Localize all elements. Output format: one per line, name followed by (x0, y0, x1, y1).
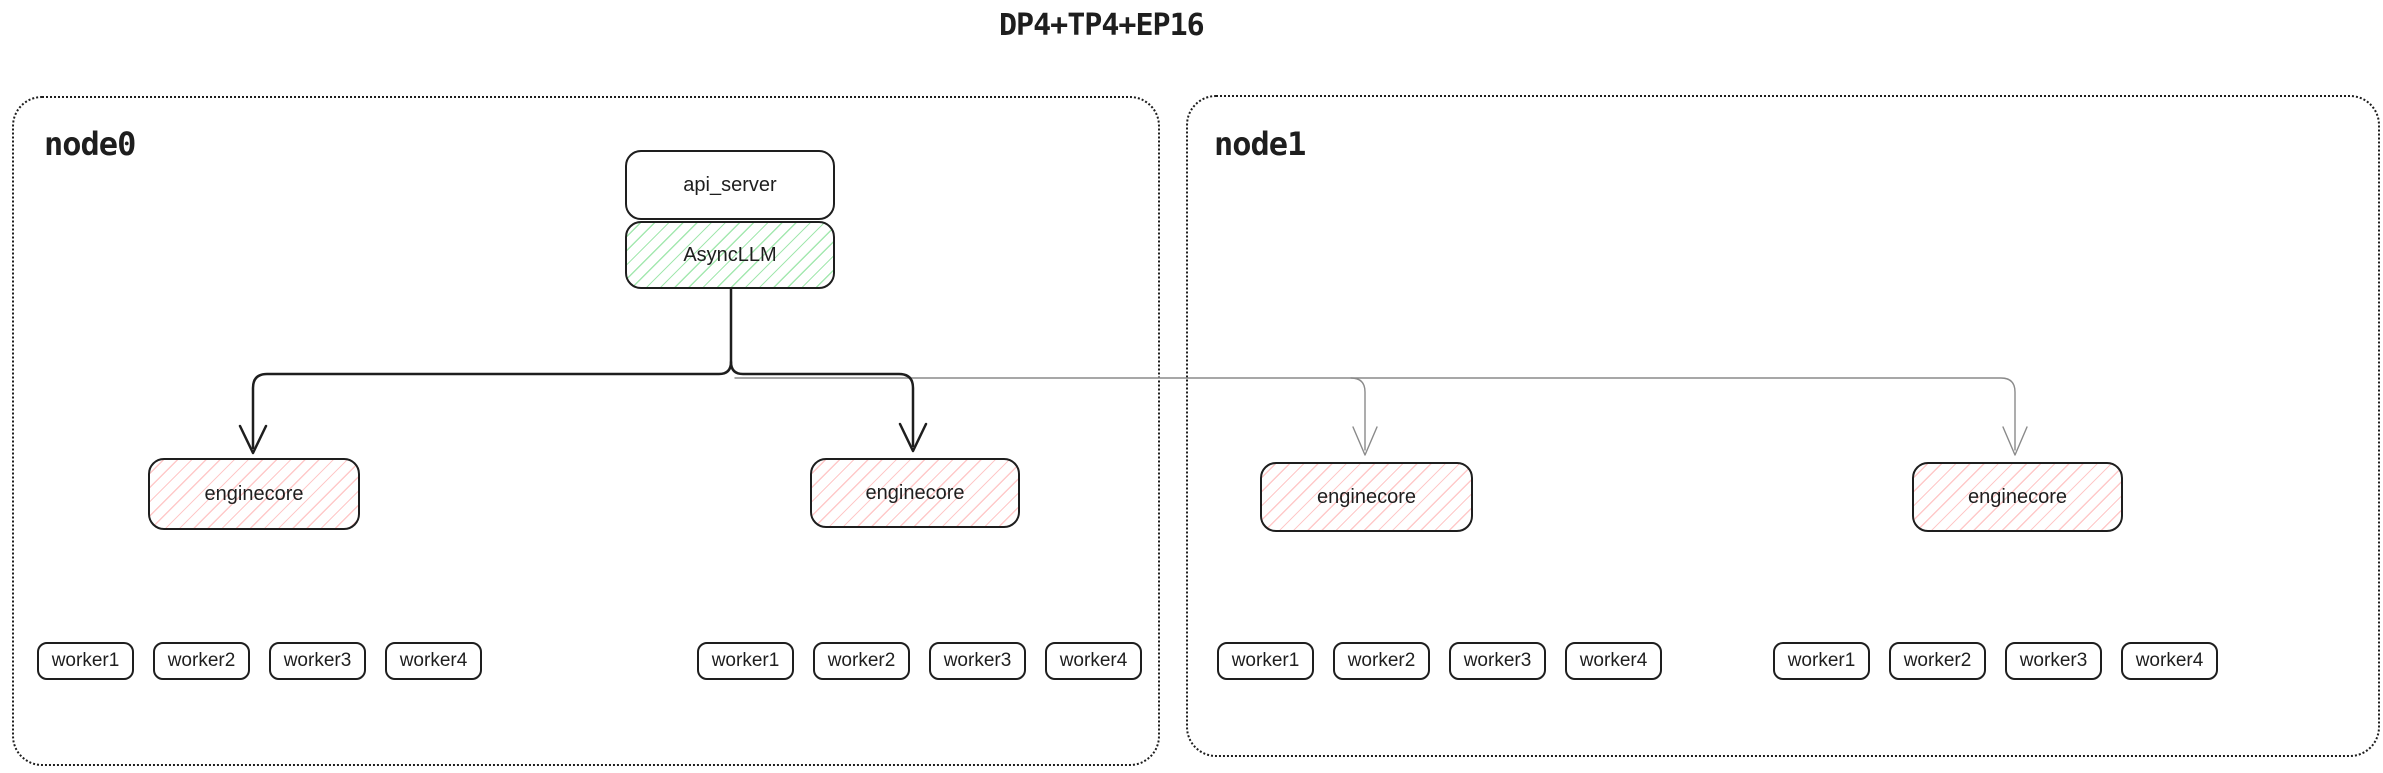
worker-box: worker4 (1565, 642, 1662, 680)
node0-enginecore-1-box: enginecore (148, 458, 360, 530)
worker-box: worker4 (1045, 642, 1142, 680)
asyncllm-label: AsyncLLM (683, 243, 777, 266)
node1-worker-group-2: worker1 worker2 worker3 worker4 (1773, 642, 2218, 680)
worker-box: worker3 (929, 642, 1026, 680)
worker-box: worker1 (697, 642, 794, 680)
worker-box: worker4 (385, 642, 482, 680)
node0-worker-group-2: worker1 worker2 worker3 worker4 (697, 642, 1142, 680)
node0-worker-group-1: worker1 worker2 worker3 worker4 (37, 642, 482, 680)
api-server-label: api_server (683, 173, 777, 196)
worker-box: worker4 (2121, 642, 2218, 680)
enginecore-label: enginecore (865, 481, 965, 504)
node1-worker-group-1: worker1 worker2 worker3 worker4 (1217, 642, 1662, 680)
worker-box: worker2 (813, 642, 910, 680)
enginecore-label: enginecore (1968, 485, 2067, 508)
worker-box: worker2 (1333, 642, 1430, 680)
node0-enginecore-2-box: enginecore (810, 458, 1020, 528)
worker-box: worker2 (1889, 642, 1986, 680)
worker-box: worker1 (1217, 642, 1314, 680)
node1-enginecore-1-box: enginecore (1260, 462, 1473, 532)
asyncllm-box: AsyncLLM (625, 221, 835, 289)
diagram-title: DP4+TP4+EP16 (999, 8, 1205, 43)
enginecore-label: enginecore (1317, 485, 1416, 508)
node1-label: node1 (1214, 125, 1306, 163)
node1-enginecore-2-box: enginecore (1912, 462, 2123, 532)
api-server-box: api_server (625, 150, 835, 220)
worker-box: worker1 (37, 642, 134, 680)
worker-box: worker3 (2005, 642, 2102, 680)
worker-box: worker1 (1773, 642, 1870, 680)
node0-label: node0 (44, 125, 136, 163)
worker-box: worker2 (153, 642, 250, 680)
worker-box: worker3 (269, 642, 366, 680)
enginecore-label: enginecore (204, 482, 304, 505)
worker-box: worker3 (1449, 642, 1546, 680)
